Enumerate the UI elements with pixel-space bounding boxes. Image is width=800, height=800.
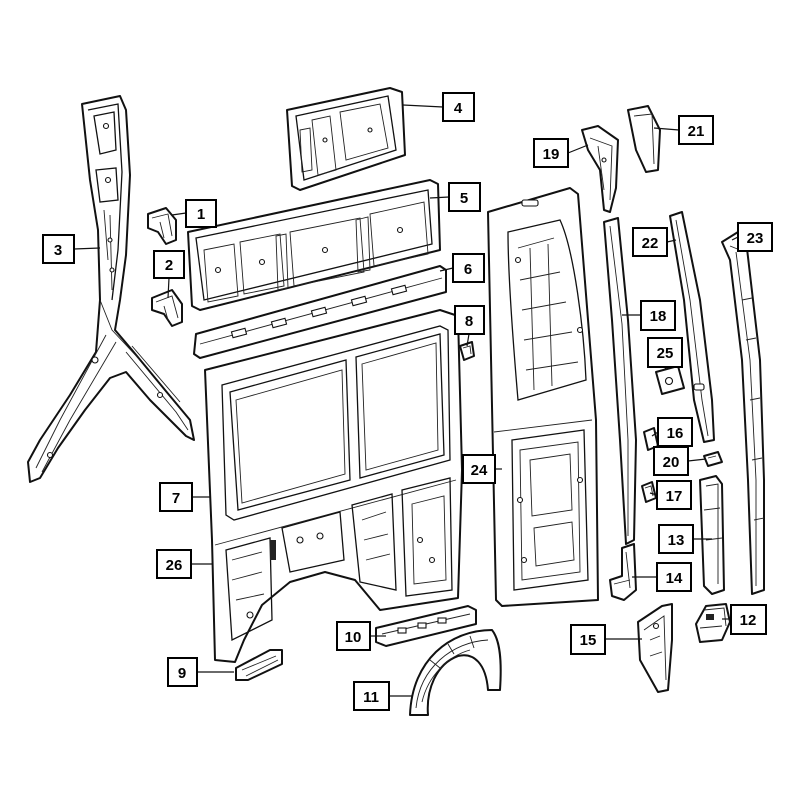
part-6-horizontal-rail — [193, 265, 447, 359]
part-22-pillar-strip — [669, 211, 715, 443]
part-23-rear-rail — [721, 231, 765, 595]
callout-20-label: 20 — [663, 454, 680, 471]
part-9-lower-bracket — [235, 649, 283, 681]
callout-9: 9 — [167, 657, 198, 687]
callout-24: 24 — [462, 454, 496, 484]
callout-13: 13 — [658, 524, 694, 554]
callout-1-label: 1 — [197, 206, 205, 223]
callout-11-label: 11 — [363, 689, 379, 706]
callout-23: 23 — [737, 222, 773, 252]
callout-25-label: 25 — [657, 345, 674, 362]
callout-17: 17 — [656, 480, 692, 510]
part-20-clip — [703, 451, 723, 467]
callout-12: 12 — [730, 604, 767, 635]
part-12-block — [695, 603, 731, 643]
callout-13-label: 13 — [668, 532, 685, 549]
callout-15: 15 — [570, 624, 606, 655]
part-14-lower-bracket — [609, 543, 637, 601]
callout-9-label: 9 — [178, 665, 186, 682]
part-10-sill-bracket — [375, 605, 477, 647]
part-13-vertical-bracket — [699, 475, 725, 595]
callout-8-label: 8 — [465, 313, 473, 330]
callout-24-label: 24 — [471, 462, 488, 479]
callout-10: 10 — [336, 621, 371, 651]
callout-21-label: 21 — [688, 123, 705, 140]
callout-14: 14 — [656, 562, 692, 592]
callout-2-label: 2 — [165, 257, 173, 274]
part-5-rail-panel — [187, 179, 441, 311]
callout-25: 25 — [647, 337, 683, 368]
callout-19: 19 — [533, 138, 569, 168]
callout-2: 2 — [153, 250, 185, 279]
callout-3: 3 — [42, 234, 75, 264]
part-18-vertical-channel — [603, 217, 637, 545]
part-15-corner-bracket — [637, 603, 673, 693]
callout-6: 6 — [452, 253, 485, 283]
callout-8: 8 — [454, 305, 485, 335]
callout-3-label: 3 — [54, 242, 62, 259]
callout-14-label: 14 — [666, 570, 683, 587]
callout-17-label: 17 — [666, 488, 683, 505]
part-19-rear-bracket — [581, 125, 619, 213]
callout-15-label: 15 — [580, 632, 597, 649]
callout-5-label: 5 — [460, 190, 468, 207]
callout-20: 20 — [653, 446, 689, 476]
part-3-pillar — [27, 95, 195, 483]
part-17-small-bracket — [641, 481, 657, 503]
callout-4: 4 — [442, 92, 475, 122]
callout-5: 5 — [448, 182, 481, 212]
part-4-upper-panel — [286, 87, 406, 191]
callout-26-label: 26 — [166, 557, 183, 574]
part-21-corner-piece — [627, 105, 661, 173]
part-24-door-panel — [487, 187, 599, 607]
part-25-plate — [655, 365, 685, 395]
callout-1: 1 — [185, 199, 217, 228]
callout-23-label: 23 — [747, 230, 764, 247]
callout-6-label: 6 — [464, 261, 472, 278]
callout-22: 22 — [632, 227, 668, 257]
callout-16-label: 16 — [667, 425, 684, 442]
callout-26: 26 — [156, 549, 192, 579]
callout-10-label: 10 — [345, 629, 362, 646]
part-2-bracket — [151, 289, 183, 327]
callout-7: 7 — [159, 482, 193, 512]
leader-lines — [73, 104, 739, 697]
callout-4-label: 4 — [454, 100, 463, 117]
callout-11: 11 — [353, 681, 390, 711]
callout-18-label: 18 — [650, 308, 667, 325]
part-11-wheel-arch — [409, 629, 502, 716]
callout-16: 16 — [657, 417, 693, 447]
part-1-bracket — [147, 207, 177, 245]
callout-22-label: 22 — [642, 235, 659, 252]
callout-7-label: 7 — [172, 490, 180, 507]
callout-19-label: 19 — [543, 146, 560, 163]
part-7-side-panel — [204, 309, 463, 663]
callout-18: 18 — [640, 300, 676, 331]
callout-12-label: 12 — [740, 612, 757, 629]
callout-21: 21 — [678, 115, 714, 145]
